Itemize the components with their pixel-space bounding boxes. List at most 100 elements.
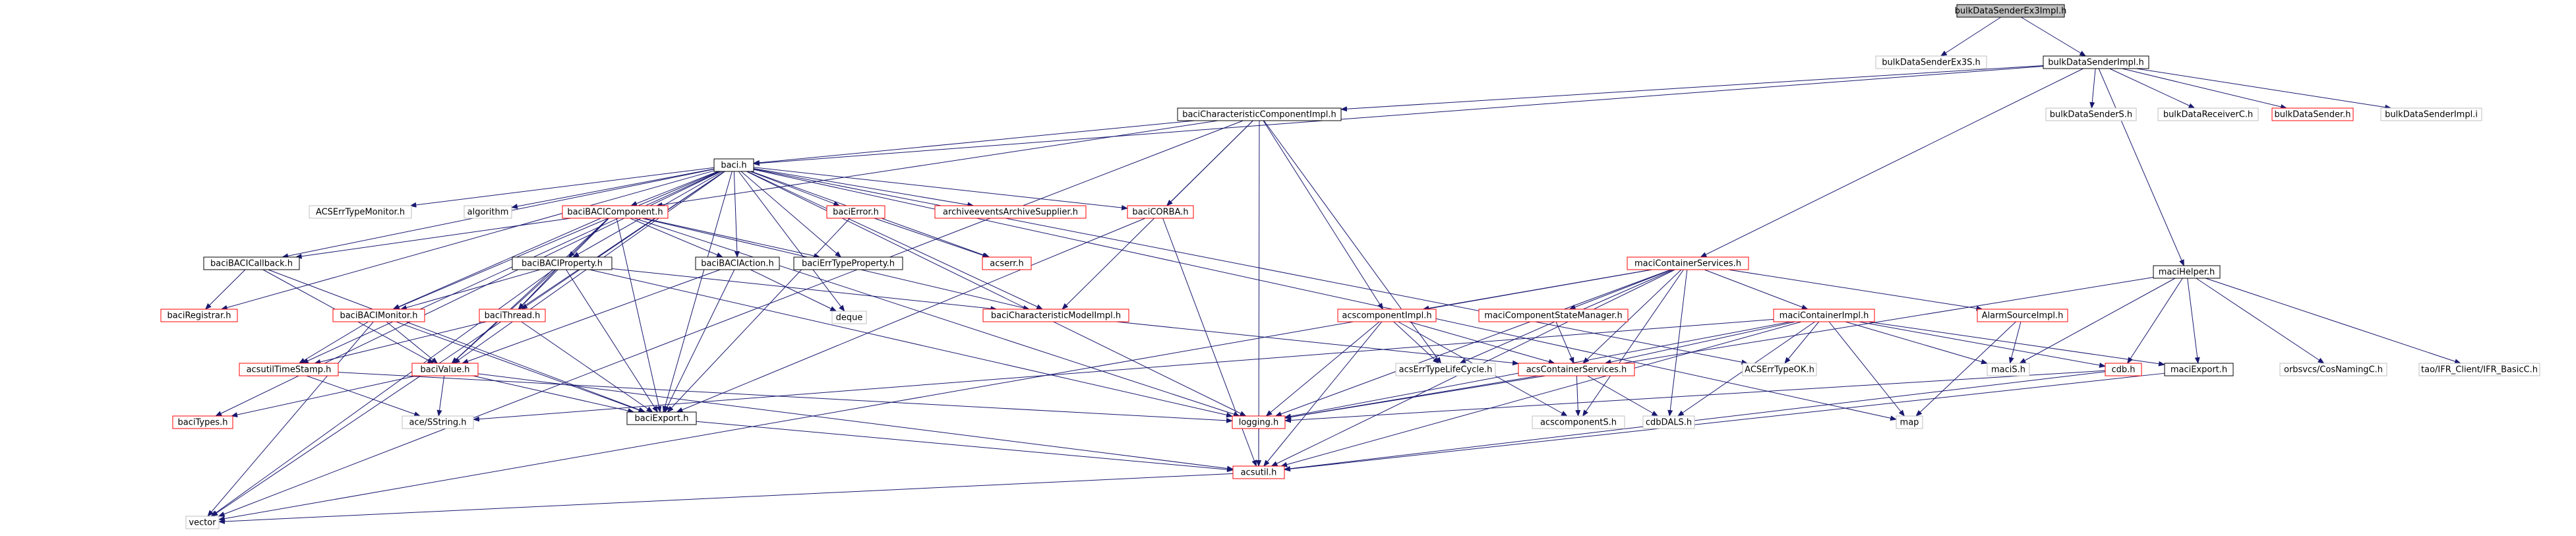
edge-acsutil-to-vector — [218, 473, 1234, 524]
node-alarmsrc[interactable]: AlarmSourceImpl.h — [1977, 309, 2068, 322]
edge-baciprop-to-bacichar — [611, 268, 998, 312]
node-label: bulkDataSenderImpl.i — [2385, 110, 2478, 120]
node-label: ACSErrTypeOK.h — [1745, 365, 1814, 375]
node-box — [2418, 363, 2540, 376]
edge-bcci-to-baci — [753, 120, 1195, 165]
node-macicontimpl[interactable]: maciContainerImpl.h — [1773, 309, 1875, 322]
edge-baci-to-map — [753, 169, 1897, 421]
node-box — [464, 205, 512, 219]
edge-maciconts-to-logging — [1274, 269, 1671, 417]
node-acscomps: acscomponentS.h — [1532, 415, 1625, 429]
edge-macicontimpl-to-acsutil — [1280, 321, 1802, 467]
node-box — [2164, 363, 2234, 376]
node-baciaction[interactable]: baciBACIAction.h — [695, 256, 780, 270]
node-box — [982, 309, 1129, 322]
edge-baci-to-errprop — [740, 171, 842, 258]
node-acsutiltime[interactable]: acsutilTimeStamp.h — [239, 363, 339, 376]
node-box — [172, 415, 233, 429]
node-bcci[interactable]: baciCharacteristicComponentImpl.h — [1177, 107, 1342, 121]
node-label: baciError.h — [833, 208, 879, 218]
edge-macicompsm-to-acsconts — [1555, 321, 1574, 364]
node-box — [402, 415, 474, 429]
node-bacichar[interactable]: baciCharacteristicModelImpl.h — [982, 309, 1129, 322]
node-bacicorba[interactable]: baciCORBA.h — [1127, 205, 1194, 219]
edge-bcci-to-bacicomp — [655, 120, 1218, 208]
node-cdb[interactable]: cdb.h — [2105, 363, 2142, 376]
node-box — [411, 363, 479, 376]
edge-baciprop-to-bacimonitor — [400, 269, 541, 311]
node-box — [332, 309, 425, 322]
node-label: maciComponentStateManager.h — [1484, 311, 1622, 321]
node-bdsimpl[interactable]: bulkDataSenderImpl.h — [2043, 55, 2149, 69]
edge-alarmsrc-to-macis — [2008, 321, 2022, 364]
node-baciregistrar[interactable]: baciRegistrar.h — [160, 309, 238, 322]
edge-baciaction-to-deque — [750, 269, 837, 312]
edge-acsconts-to-acscomps — [1575, 375, 1581, 417]
edge-root-to-ex3s — [1940, 16, 2002, 57]
node-bacicallback[interactable]: baciBACICallback.h — [203, 256, 300, 270]
node-label: acscomponentImpl.h — [1342, 311, 1431, 321]
edge-macicontimpl-to-acserrok — [1784, 321, 1820, 364]
node-label: bulkDataSenderEx3S.h — [1882, 58, 1981, 68]
edge-bacivalue-to-acsutil — [477, 373, 1234, 471]
node-label: vector — [189, 518, 216, 528]
node-maciconts[interactable]: maciContainerServices.h — [1627, 256, 1749, 270]
edge-macicontimpl-to-map — [1828, 321, 1905, 417]
node-bacicomp[interactable]: baciBACIComponent.h — [562, 205, 669, 219]
edge-acsutiltime-to-logging — [338, 372, 1233, 423]
node-acserrlc: acsErrTypeLifeCycle.h — [1395, 363, 1496, 376]
node-bacithread[interactable]: baciThread.h — [479, 309, 546, 322]
node-label: baciBACIAction.h — [701, 259, 774, 269]
edge-baci-to-vector — [211, 171, 725, 517]
node-label: baciErrTypeProperty.h — [802, 259, 895, 269]
edge-baci-to-baciaction — [733, 171, 740, 258]
edge-macihelper-to-macis — [2019, 278, 2176, 364]
edge-bacivalue-to-baciexport — [473, 375, 635, 413]
node-acsconts[interactable]: acsContainerServices.h — [1518, 363, 1635, 376]
edge-bdsimpl-to-bdsi — [2136, 68, 2392, 110]
edge-baci-to-deque — [738, 171, 845, 312]
node-bds[interactable]: bulkDataSender.h — [2271, 107, 2354, 121]
node-box — [2279, 363, 2387, 376]
edge-bacivalue-to-acestring — [436, 375, 445, 417]
edge-maciconts-to-macicontimpl — [1704, 269, 1809, 310]
node-logging[interactable]: logging.h — [1232, 415, 1286, 429]
node-errprop[interactable]: baciErrTypeProperty.h — [793, 256, 903, 270]
node-baciexport[interactable]: baciExport.h — [626, 411, 697, 425]
node-bacitypes[interactable]: baciTypes.h — [172, 415, 233, 429]
node-bacimonitor[interactable]: baciBACIMonitor.h — [332, 309, 425, 322]
edge-baci-to-acserrok — [753, 168, 1749, 365]
node-box — [1127, 205, 1194, 219]
node-acscompimpl[interactable]: acscomponentImpl.h — [1337, 309, 1437, 322]
node-maciexport[interactable]: maciExport.h — [2164, 363, 2234, 376]
edge-bacithread-to-acsutiltime — [314, 321, 487, 365]
node-baci[interactable]: baci.h — [713, 158, 754, 172]
node-acserr[interactable]: acserr.h — [982, 256, 1032, 270]
edge-maciconts-to-acscomps — [1582, 269, 1684, 417]
edge-macihelper-to-cdb — [2127, 278, 2183, 364]
node-bacierror[interactable]: baciError.h — [826, 205, 885, 219]
edge-acscompimpl-to-acsconts — [1408, 321, 1555, 365]
node-box — [713, 158, 754, 172]
node-macicompsm[interactable]: maciComponentStateManager.h — [1478, 309, 1629, 322]
edge-bacicorba-to-baciexport — [676, 218, 1146, 413]
edge-baci-to-acsutiltime — [301, 171, 721, 364]
node-box — [1742, 363, 1817, 376]
node-box — [479, 309, 546, 322]
edge-bcci-to-vector — [218, 120, 1243, 517]
node-label: bulkDataSenderEx3Impl.h — [1955, 7, 2067, 16]
node-label: cdbDALS.h — [1646, 418, 1692, 428]
node-macihelper[interactable]: maciHelper.h — [2153, 265, 2221, 279]
node-label: AlarmSourceImpl.h — [1982, 311, 2064, 321]
node-label: bulkDataSenderS.h — [2050, 110, 2132, 120]
node-box — [831, 311, 867, 324]
node-label: baciRegistrar.h — [167, 311, 231, 321]
node-bacivalue[interactable]: baciValue.h — [411, 363, 479, 376]
node-archsup[interactable]: archiveeventsArchiveSupplier.h — [934, 205, 1087, 219]
node-ex3s: bulkDataSenderEx3S.h — [1875, 55, 1987, 69]
node-box — [626, 411, 697, 425]
node-label: maciContainerServices.h — [1634, 259, 1741, 269]
node-acsutil[interactable]: acsutil.h — [1232, 465, 1285, 479]
edge-baciaction-to-baciexport — [664, 269, 735, 413]
node-baciprop[interactable]: baciBACIProperty.h — [512, 256, 613, 270]
